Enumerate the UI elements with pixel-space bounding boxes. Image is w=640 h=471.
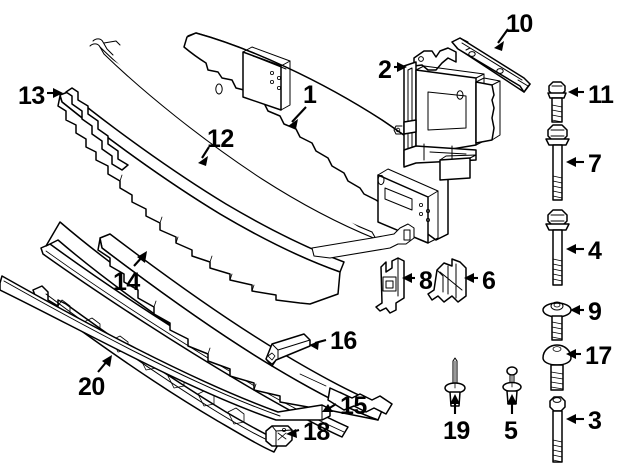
part-16-spacer-block bbox=[265, 333, 311, 367]
callout-label-3: 3 bbox=[588, 407, 602, 435]
callout-label-1: 1 bbox=[303, 81, 317, 109]
callout-label-9: 9 bbox=[588, 298, 602, 326]
part-6-right-side-bracket bbox=[427, 258, 467, 303]
part-7-medium-flange-bolt bbox=[545, 124, 570, 201]
part-9-collar-screw bbox=[542, 301, 572, 341]
part-8-left-side-bracket bbox=[375, 257, 405, 314]
part-18-small-clip bbox=[265, 425, 293, 447]
part-14-absorber-body bbox=[97, 233, 393, 421]
callout-label-17: 17 bbox=[585, 342, 612, 370]
callout-label-18: 18 bbox=[303, 418, 330, 446]
callout-label-19: 19 bbox=[443, 417, 470, 445]
part-2-radiator-support-bracket bbox=[393, 47, 501, 181]
callout-label-16: 16 bbox=[330, 327, 357, 355]
part-19-long-push-rivet bbox=[444, 357, 466, 407]
leader-lines bbox=[47, 28, 584, 438]
part-3-long-hex-bolt bbox=[549, 396, 566, 463]
callout-label-11: 11 bbox=[588, 81, 614, 109]
callout-label-14: 14 bbox=[113, 268, 140, 296]
callout-label-13: 13 bbox=[18, 82, 45, 110]
callout-label-7: 7 bbox=[588, 150, 602, 178]
callout-label-12: 12 bbox=[207, 125, 234, 153]
callout-label-2: 2 bbox=[378, 56, 392, 84]
callout-label-10: 10 bbox=[506, 10, 533, 38]
callout-label-6: 6 bbox=[482, 267, 496, 295]
callout-label-20: 20 bbox=[78, 373, 105, 401]
callout-label-15: 15 bbox=[340, 392, 367, 420]
callout-label-8: 8 bbox=[419, 267, 433, 295]
callout-label-4: 4 bbox=[588, 237, 602, 265]
part-4-long-flange-bolt bbox=[545, 209, 570, 286]
part-11-short-hex-bolt bbox=[547, 81, 567, 123]
part-17-pan-head-screw bbox=[542, 344, 572, 391]
part-12-energy-absorber-upper bbox=[57, 38, 415, 305]
part-10-upper-rail-strip bbox=[451, 37, 531, 93]
callout-label-5: 5 bbox=[504, 417, 518, 445]
part-13-absorber-left-end bbox=[65, 87, 129, 171]
